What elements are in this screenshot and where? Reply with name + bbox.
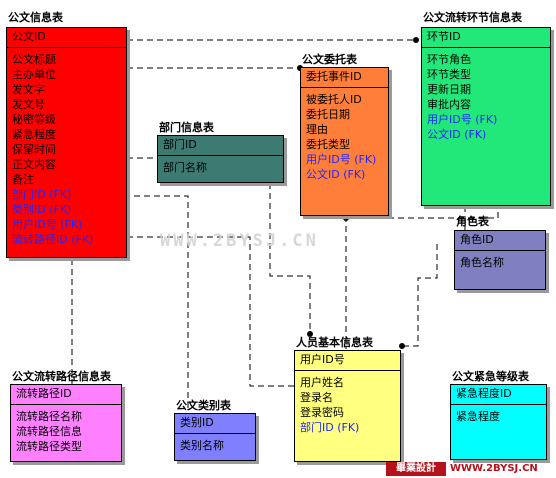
link-end-dot bbox=[399, 343, 405, 349]
footer-badge: 畢業設計 bbox=[386, 462, 446, 476]
dept-pk: 部门ID bbox=[158, 136, 283, 156]
route-attr: 流转路径类型 bbox=[16, 440, 82, 453]
doc-fk: 流转路径ID (FK) bbox=[12, 233, 94, 246]
link-end-dot bbox=[413, 37, 419, 43]
user-attr: 用户姓名 bbox=[300, 376, 344, 389]
user-attrs: 用户姓名 登录名 登录密码 部门ID (FK) bbox=[295, 371, 400, 439]
entity-delegate[interactable]: 委托事件ID 被委托人ID 委托日期 理由 委托类型 用户ID号 (FK) 公文… bbox=[300, 67, 389, 216]
delegate-pk: 委托事件ID bbox=[301, 68, 388, 88]
user-fk: 部门ID (FK) bbox=[300, 421, 360, 434]
link-category-doc bbox=[124, 195, 189, 412]
dept-attr: 部门名称 bbox=[163, 161, 207, 174]
entity-doc[interactable]: 公文ID 公文标题 主办单位 发文字 发文号 秘密等级 紧急程度 保留时间 正文… bbox=[6, 27, 127, 258]
user-pk: 用户ID号 bbox=[295, 351, 400, 371]
role-pk: 角色ID bbox=[455, 231, 545, 251]
role-attr: 角色名称 bbox=[460, 256, 504, 269]
entity-dept[interactable]: 部门ID 部门名称 bbox=[157, 135, 284, 183]
urgency-pk: 紧急程度ID bbox=[451, 385, 546, 405]
flow-node-fk: 用户ID号 (FK) bbox=[427, 113, 498, 126]
doc-attr: 主办单位 bbox=[12, 68, 56, 81]
doc-fk: 部门ID (FK) bbox=[12, 188, 72, 201]
doc-attr: 发文号 bbox=[12, 98, 45, 111]
flow-node-attrs: 环节角色 环节类型 更新日期 审批内容 用户ID号 (FK) 公文ID (FK) bbox=[422, 48, 550, 146]
doc-attr: 公文标题 bbox=[12, 53, 56, 66]
entity-title-flow-node: 公文流转环节信息表 bbox=[423, 11, 522, 24]
user-attr: 登录名 bbox=[300, 391, 333, 404]
urgency-attr: 紧急程度 bbox=[456, 410, 500, 423]
entity-title-role: 角色表 bbox=[456, 215, 489, 228]
delegate-fk: 公文ID (FK) bbox=[306, 168, 366, 181]
route-attrs: 流转路径名称 流转路径信息 流转路径类型 bbox=[11, 405, 121, 458]
entity-category[interactable]: 类别ID 类别名称 bbox=[174, 413, 256, 461]
entity-urgency[interactable]: 紧急程度ID 紧急程度 bbox=[450, 384, 547, 460]
link-dept-user bbox=[269, 183, 311, 334]
dept-attrs: 部门名称 bbox=[158, 156, 283, 179]
entity-route[interactable]: 流转路径ID 流转路径名称 流转路径信息 流转路径类型 bbox=[10, 384, 122, 462]
entity-title-user: 人员基本信息表 bbox=[296, 336, 373, 349]
delegate-attr: 委托日期 bbox=[306, 108, 350, 121]
delegate-fk: 用户ID号 (FK) bbox=[306, 153, 377, 166]
entity-title-dept: 部门信息表 bbox=[159, 121, 214, 134]
category-pk: 类别ID bbox=[175, 414, 255, 434]
doc-pk: 公文ID bbox=[7, 28, 126, 48]
role-attrs: 角色名称 bbox=[455, 251, 545, 274]
entity-title-route: 公文流转路径信息表 bbox=[12, 370, 111, 383]
delegate-attr: 委托类型 bbox=[306, 138, 350, 151]
link-user-doc bbox=[127, 236, 294, 387]
urgency-attrs: 紧急程度 bbox=[451, 405, 546, 428]
doc-attr: 正文内容 bbox=[12, 158, 56, 171]
link-end-dot bbox=[343, 215, 349, 221]
category-attr: 类别名称 bbox=[180, 439, 224, 452]
link-delegate-flownode bbox=[358, 206, 499, 219]
doc-fk: 类别ID (FK) bbox=[12, 203, 72, 216]
delegate-attr: 被委托人ID bbox=[306, 93, 362, 106]
flow-node-fk: 公文ID (FK) bbox=[427, 128, 487, 141]
delegate-attr: 理由 bbox=[306, 123, 328, 136]
doc-fk: 用户ID号 (FK) bbox=[12, 218, 83, 231]
entity-title-urgency: 公文紧急等级表 bbox=[452, 370, 529, 383]
delegate-attrs: 被委托人ID 委托日期 理由 委托类型 用户ID号 (FK) 公文ID (FK) bbox=[301, 88, 388, 186]
doc-attr: 发文字 bbox=[12, 83, 45, 96]
footer-site-link[interactable]: WWW.2BYSJ.CN bbox=[450, 463, 538, 474]
doc-attr: 备注 bbox=[12, 173, 34, 186]
flow-node-pk: 环节ID bbox=[422, 28, 550, 48]
category-attrs: 类别名称 bbox=[175, 434, 255, 457]
flow-node-attr: 审批内容 bbox=[427, 98, 471, 111]
entity-role[interactable]: 角色ID 角色名称 bbox=[454, 230, 546, 290]
doc-attr: 紧急程度 bbox=[12, 128, 56, 141]
flow-node-attr: 更新日期 bbox=[427, 83, 471, 96]
entity-title-delegate: 公文委托表 bbox=[302, 53, 357, 66]
doc-attr: 保留时间 bbox=[12, 143, 56, 156]
flow-node-attr: 环节角色 bbox=[427, 53, 471, 66]
entity-flow-node[interactable]: 环节ID 环节角色 环节类型 更新日期 审批内容 用户ID号 (FK) 公文ID… bbox=[421, 27, 551, 206]
route-attr: 流转路径名称 bbox=[16, 410, 82, 423]
entity-title-doc: 公文信息表 bbox=[8, 11, 63, 24]
watermark-text: WWW.2BYSJ.CN bbox=[160, 231, 319, 251]
route-attr: 流转路径信息 bbox=[16, 425, 82, 438]
route-pk: 流转路径ID bbox=[11, 385, 121, 405]
link-end-dot bbox=[307, 331, 313, 337]
link-role-user bbox=[402, 244, 438, 347]
flow-node-attr: 环节类型 bbox=[427, 68, 471, 81]
entity-user[interactable]: 用户ID号 用户姓名 登录名 登录密码 部门ID (FK) bbox=[294, 350, 401, 462]
user-attr: 登录密码 bbox=[300, 406, 344, 419]
doc-attrs: 公文标题 主办单位 发文字 发文号 秘密等级 紧急程度 保留时间 正文内容 备注… bbox=[7, 48, 126, 251]
entity-title-category: 公文类别表 bbox=[176, 399, 231, 412]
doc-attr: 秘密等级 bbox=[12, 113, 56, 126]
